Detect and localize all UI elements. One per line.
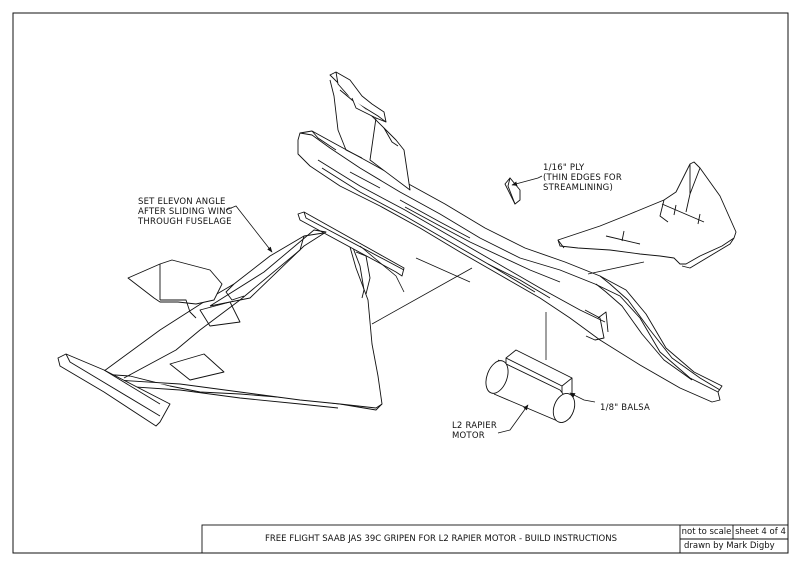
motor-callout: L2 RAPIER MOTOR (452, 421, 497, 441)
sheet-border (12, 12, 789, 554)
scale-note: not to scale (681, 527, 732, 537)
elevon-callout: SET ELEVON ANGLE AFTER SLIDING WING THRO… (138, 197, 233, 227)
ply-part (504, 177, 521, 205)
motor-assembly (485, 349, 576, 423)
tail-fin (329, 71, 411, 191)
guide-line (359, 245, 405, 293)
balsa-leader (569, 392, 596, 403)
elevon-leader (225, 205, 273, 253)
leader-lines (225, 175, 645, 434)
motor-leader (497, 404, 529, 434)
author-credit: drawn by Mark Digby (684, 541, 775, 551)
drawing-title: FREE FLIGHT SAAB JAS 39C GRIPEN FOR L2 R… (265, 534, 617, 544)
balsa-callout: 1/8" BALSA (600, 403, 651, 413)
canard-part (557, 161, 737, 269)
ply-leader (511, 175, 543, 186)
guide-line (587, 261, 645, 275)
ply-callout: 1/16" PLY (THIN EDGES FOR STREAMLINING) (543, 163, 622, 193)
title-block-frame (201, 524, 789, 554)
guide-line (371, 267, 473, 325)
wing-assembly (57, 211, 405, 427)
guide-line (415, 257, 471, 283)
sheet-number: sheet 4 of 4 (735, 527, 786, 537)
